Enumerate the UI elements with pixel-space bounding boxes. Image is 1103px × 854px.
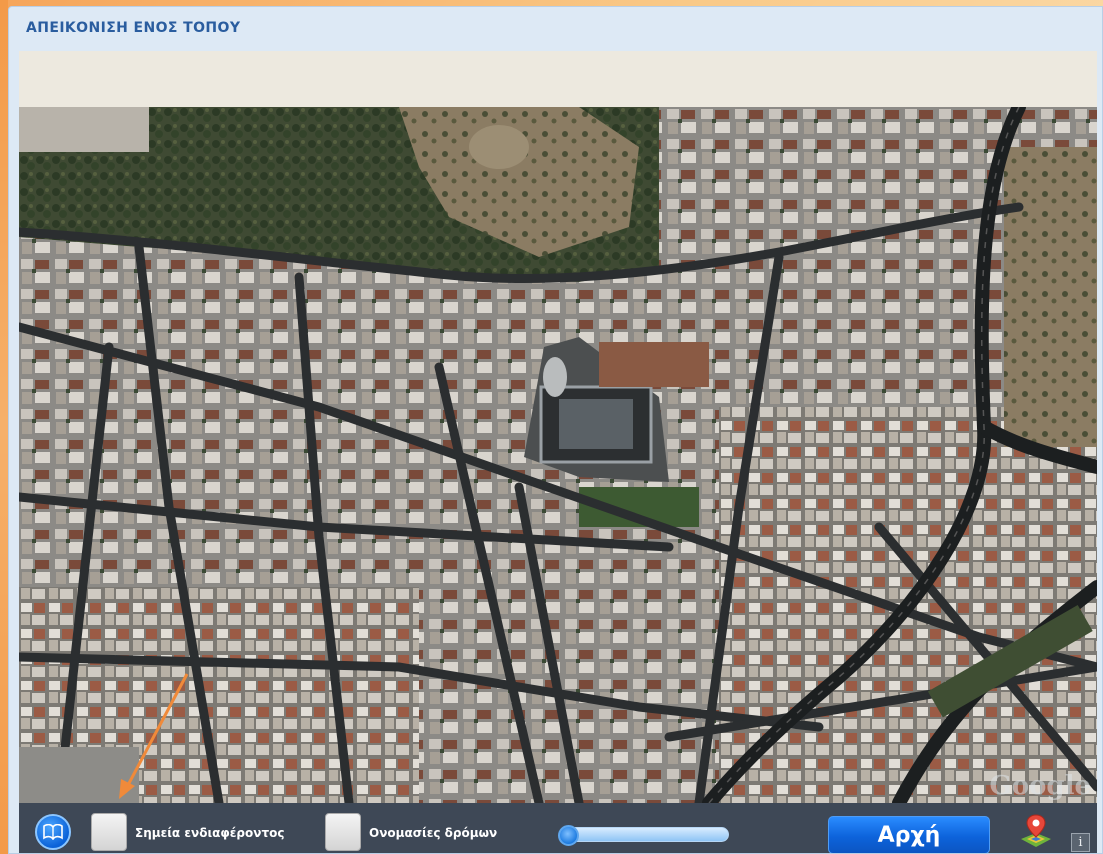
- book-button[interactable]: [35, 814, 71, 850]
- points-of-interest-label: Σημεία ενδιαφέροντος: [135, 826, 285, 840]
- info-icon[interactable]: i: [1071, 833, 1090, 852]
- map-watermark: Google: [989, 771, 1092, 801]
- map-header-band: [19, 51, 1097, 107]
- street-names-label: Ονομασίες δρόμων: [369, 826, 498, 840]
- map-pin-icon[interactable]: [1017, 813, 1055, 851]
- satellite-imagery: [19, 107, 1097, 803]
- points-of-interest-checkbox[interactable]: [91, 813, 127, 851]
- window-edge: [0, 0, 8, 854]
- map-panel: ΑΠΕΙΚΟΝΙΣΗ ΕΝΟΣ ΤΟΠΟΥ: [8, 6, 1103, 854]
- street-names-checkbox[interactable]: [325, 813, 361, 851]
- map-controls-bar: Σημεία ενδιαφέροντος Ονομασίες δρόμων Αρ…: [19, 803, 1097, 853]
- zoom-slider-handle[interactable]: [558, 825, 579, 846]
- home-button[interactable]: Αρχή: [828, 816, 990, 853]
- book-icon: [43, 824, 63, 840]
- satellite-map[interactable]: Google: [19, 107, 1097, 803]
- zoom-slider[interactable]: [558, 825, 729, 846]
- page-title: ΑΠΕΙΚΟΝΙΣΗ ΕΝΟΣ ΤΟΠΟΥ: [26, 20, 241, 36]
